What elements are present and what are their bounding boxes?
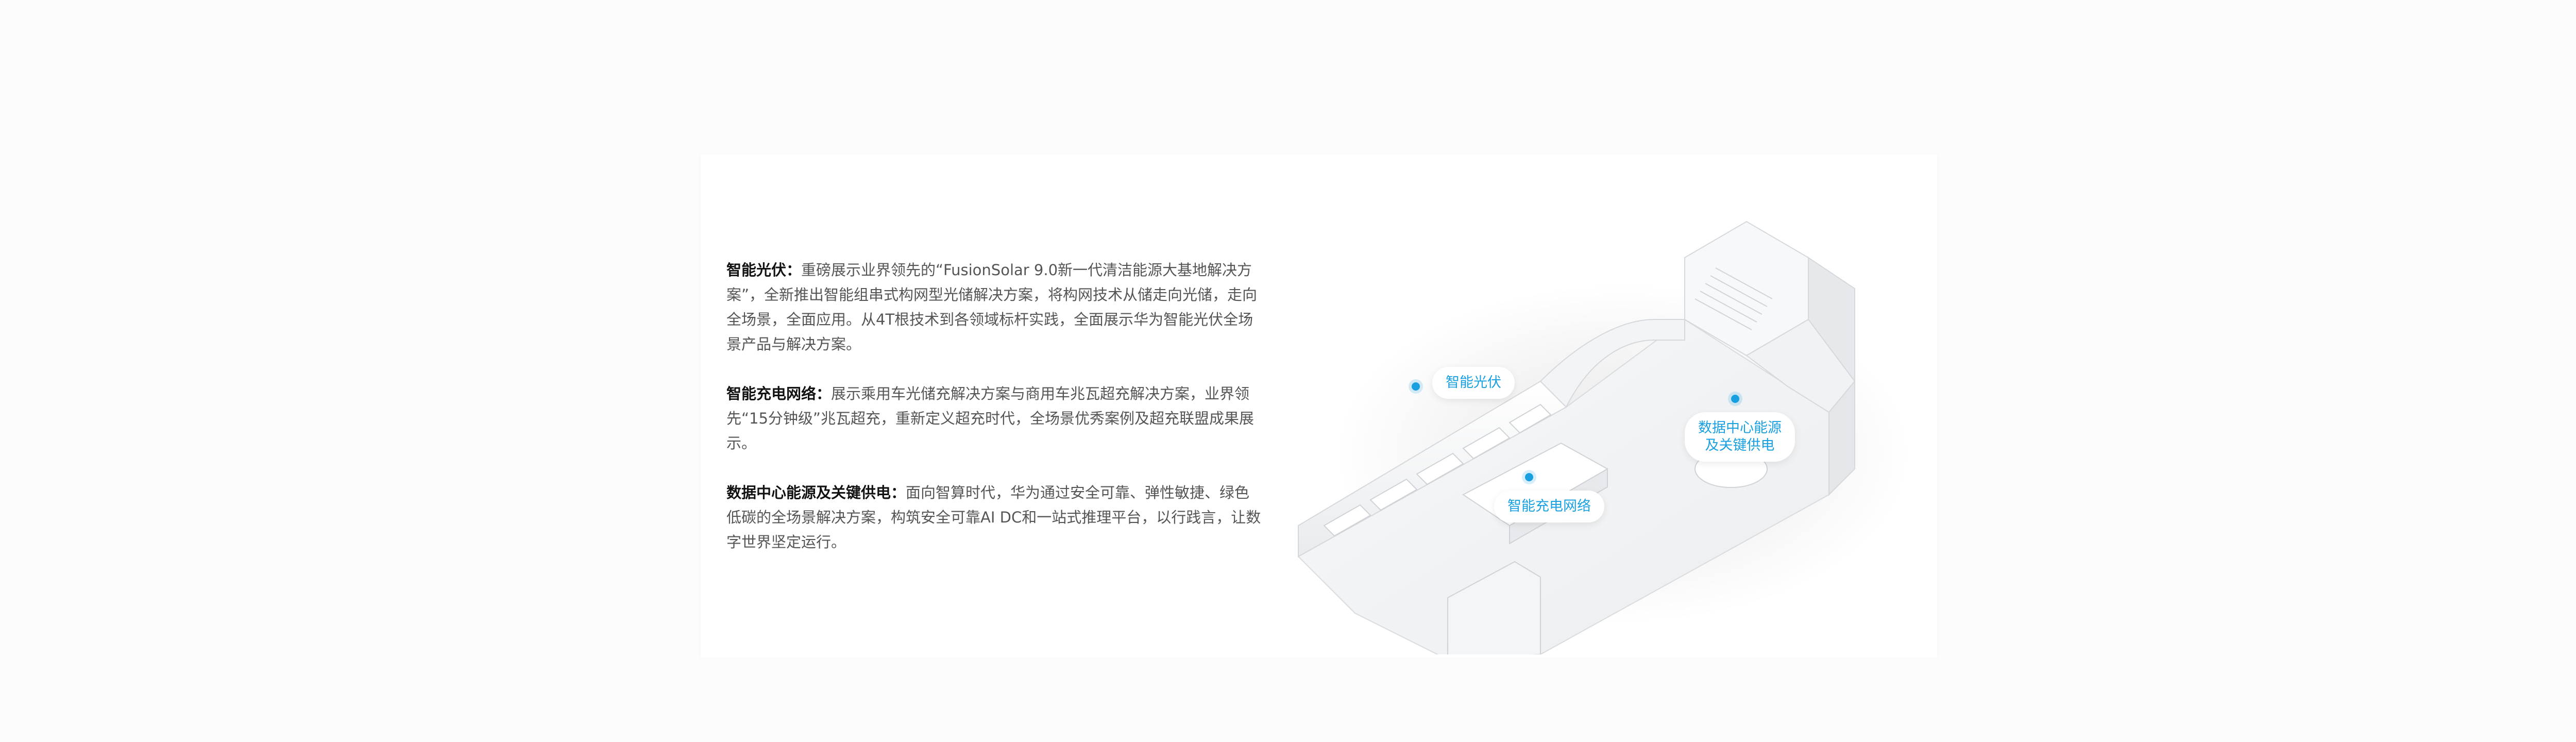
isometric-hall-drawing [1297,221,1911,661]
pv-zone-label[interactable]: 智能光伏 [1432,367,1515,399]
datacenter-zone-label[interactable]: 数据中心能源 及关键供电 [1685,412,1795,462]
pv-zone-label-text: 智能光伏 [1446,375,1501,391]
section-title: 智能光伏： [726,261,802,279]
section-body: 重磅展示业界领先的“FusionSolar 9.0新一代清洁能源大基地解决方案”… [726,261,1258,353]
stairs [1694,267,1773,330]
right-wall [1828,380,1855,496]
arch-wall [1539,319,1685,408]
charging-marker-dot [1525,473,1533,481]
section-smart-pv: 智能光伏：重磅展示业界领先的“FusionSolar 9.0新一代清洁能源大基地… [726,258,1262,357]
left-booths [1323,403,1552,537]
section-datacenter-power: 数据中心能源及关键供电：面向智算时代，华为通过安全可靠、弹性敏捷、绿色低碳的全场… [726,480,1262,554]
charging-zone-label-text: 智能充电网络 [1507,498,1591,514]
exhibition-hall-illustration: 智能光伏 智能充电网络 数据中心能源 及关键供电 [1293,165,1922,661]
datacenter-label-line1: 数据中心能源 [1698,420,1782,436]
section-body: 面向智算时代，华为通过安全可靠、弹性敏捷、绿色低碳的全场景解决方案，构筑安全可靠… [726,484,1261,551]
pv-marker-dot [1412,382,1420,391]
section-body: 展示乘用车光储充解决方案与商用车兆瓦超充解决方案，业界领先“15分钟级”兆瓦超充… [726,385,1254,452]
datacenter-label-line2: 及关键供电 [1705,437,1775,453]
section-title: 数据中心能源及关键供电： [726,484,906,501]
content-card: 智能光伏：重磅展示业界领先的“FusionSolar 9.0新一代清洁能源大基地… [701,155,1937,661]
section-smart-charging: 智能充电网络：展示乘用车光储充解决方案与商用车兆瓦超充解决方案，业界领先“15分… [726,381,1262,456]
datacenter-marker-dot [1731,395,1739,403]
section-title: 智能充电网络： [726,385,832,402]
front-structure [1447,561,1541,661]
description-column: 智能光伏：重磅展示业界领先的“FusionSolar 9.0新一代清洁能源大基地… [726,258,1262,579]
charging-zone-label[interactable]: 智能充电网络 [1494,491,1604,522]
